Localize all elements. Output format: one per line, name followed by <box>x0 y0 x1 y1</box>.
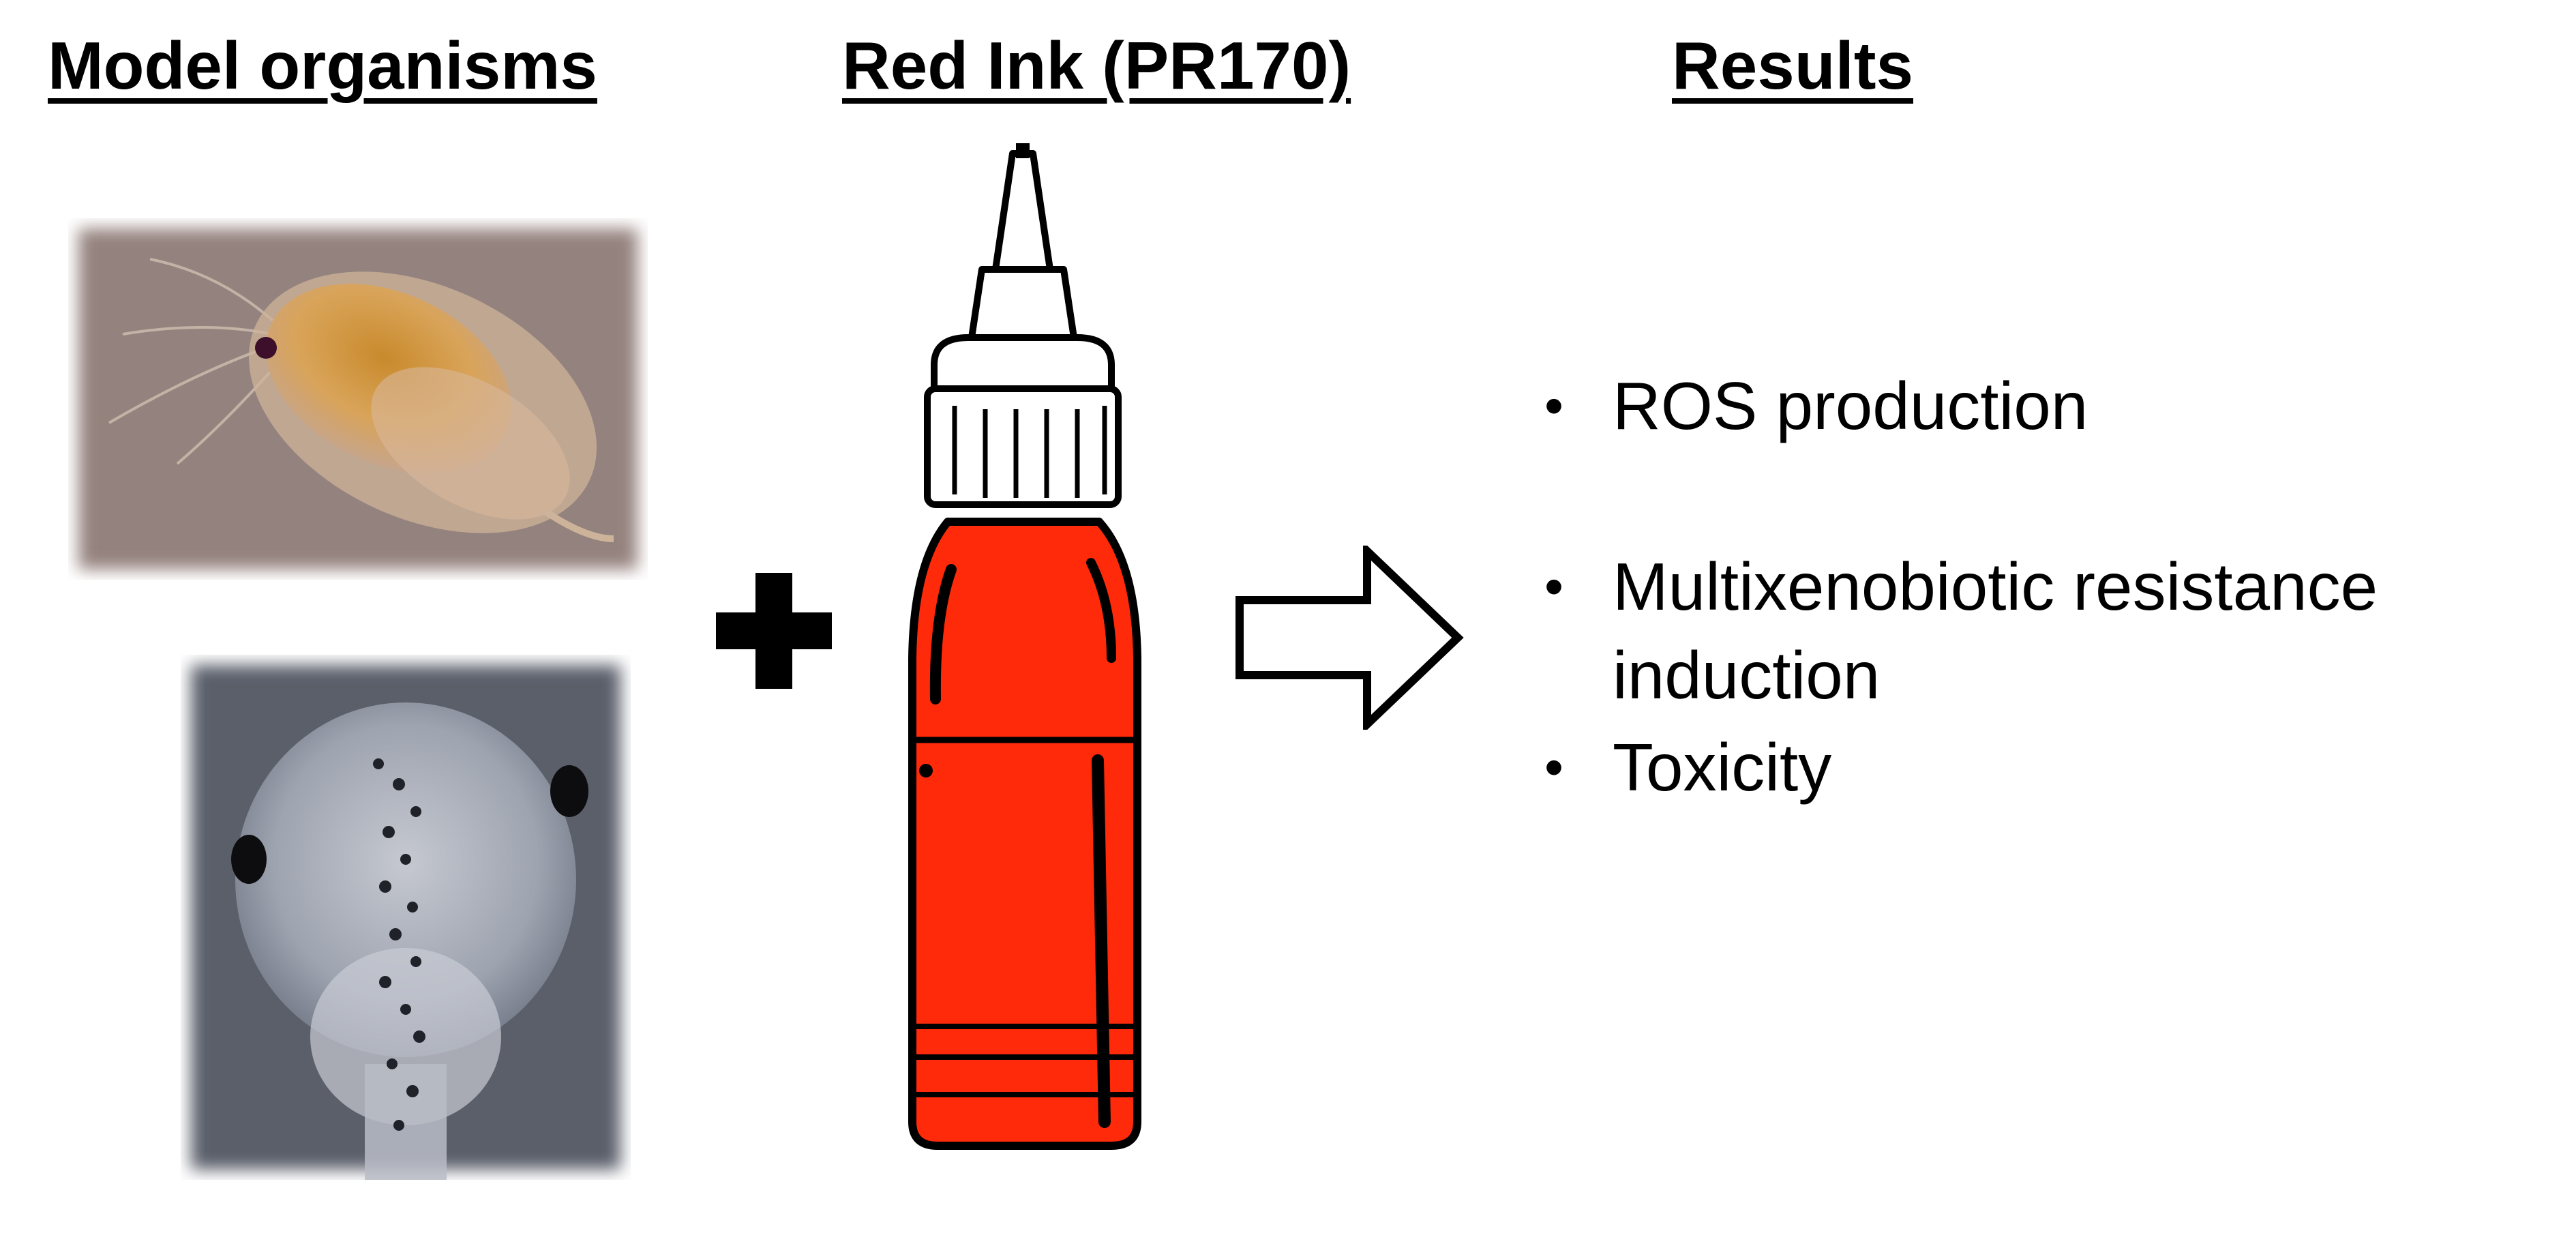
result-item-ros: • ROS production <box>1544 361 2533 450</box>
bullet-marker: • <box>1544 375 1564 436</box>
plus-icon <box>716 573 832 689</box>
arrow-right-icon <box>1235 546 1464 730</box>
result-item-toxicity: • Toxicity <box>1544 723 2533 812</box>
bullet-marker: • <box>1544 737 1564 797</box>
result-text: ROS production <box>1613 368 2088 443</box>
daphnia-photo <box>68 218 648 580</box>
result-item-mxr: • Multixenobiotic resistance induction <box>1544 542 2533 720</box>
tadpole-photo <box>181 655 631 1180</box>
result-text: Multixenobiotic resistance induction <box>1613 549 2378 713</box>
result-text: Toxicity <box>1613 730 1832 805</box>
results-list: • ROS production • Multixenobiotic resis… <box>1544 361 2533 904</box>
heading-model-organisms: Model organisms <box>48 28 597 103</box>
bullet-marker: • <box>1544 556 1564 617</box>
ink-bottle-icon <box>908 143 1141 1150</box>
heading-results: Results <box>1672 28 1914 103</box>
heading-red-ink: Red Ink (PR170) <box>842 28 1351 103</box>
